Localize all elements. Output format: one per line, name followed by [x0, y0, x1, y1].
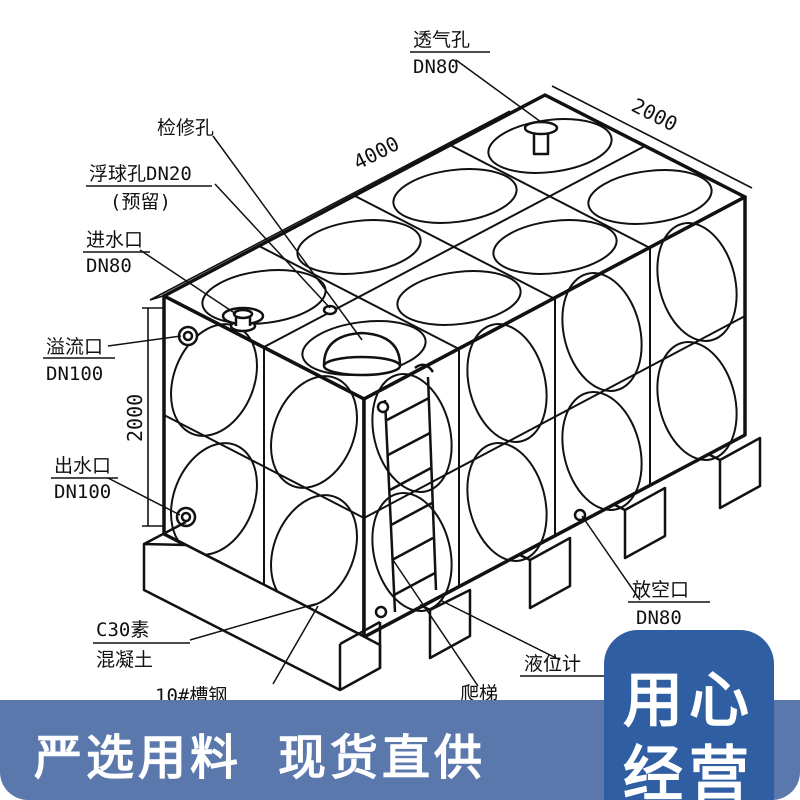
svg-text:(预留): (预留)	[110, 191, 171, 213]
svg-text:放空口: 放空口	[632, 579, 689, 601]
badge-line-1: 用心	[623, 666, 755, 736]
callout-vent: 透气孔 DN80	[410, 29, 490, 78]
callout-outlet: 出水口 DN100	[51, 455, 118, 503]
slogan-stock: 现货直供	[278, 730, 487, 786]
dimension-height: 2000	[123, 394, 147, 442]
svg-text:DN80: DN80	[636, 607, 682, 629]
badge-line-2: 经营	[623, 740, 755, 800]
svg-text:出水口: 出水口	[54, 455, 111, 477]
svg-text:DN80: DN80	[413, 56, 459, 78]
front-panel-grid	[163, 347, 365, 585]
promo-badge: 用心 经营	[604, 630, 774, 800]
promo-slogan: 严选用料现货直供	[34, 718, 522, 788]
right-panel-grid	[363, 248, 746, 587]
concrete-foundation	[142, 436, 762, 692]
svg-text:DN100: DN100	[54, 481, 111, 503]
svg-text:液位计: 液位计	[524, 653, 581, 675]
callout-overflow: 溢流口 DN100	[43, 336, 115, 385]
slogan-quality: 严选用料	[34, 730, 243, 786]
dimension-lines	[142, 85, 753, 527]
svg-text:DN80: DN80	[86, 255, 132, 277]
svg-text:DN100: DN100	[46, 363, 103, 385]
svg-text:透气孔: 透气孔	[413, 29, 470, 51]
leader-lines	[107, 59, 641, 687]
svg-text:溢流口: 溢流口	[46, 336, 103, 358]
dimension-length: 4000	[349, 131, 403, 174]
svg-text:混凝土: 混凝土	[96, 649, 153, 671]
callout-drain: 放空口 DN80	[628, 579, 710, 629]
callout-level-gauge: 液位计	[520, 653, 610, 677]
dimension-width: 2000	[628, 93, 682, 136]
callout-float-hole: 浮球孔DN20 (预留)	[86, 163, 212, 213]
callout-manhole: 检修孔	[157, 117, 214, 139]
svg-text:浮球孔DN20: 浮球孔DN20	[89, 163, 192, 185]
callout-base: C30素 混凝土	[93, 619, 190, 671]
svg-text:检修孔: 检修孔	[157, 117, 214, 139]
callout-ladder: 爬梯	[460, 683, 498, 705]
svg-text:爬梯: 爬梯	[460, 683, 498, 705]
tank-nozzles	[175, 120, 587, 619]
ladder	[383, 363, 438, 613]
callout-inlet: 进水口 DN80	[83, 229, 150, 277]
svg-text:进水口: 进水口	[86, 229, 143, 251]
svg-text:C30素: C30素	[96, 619, 149, 641]
